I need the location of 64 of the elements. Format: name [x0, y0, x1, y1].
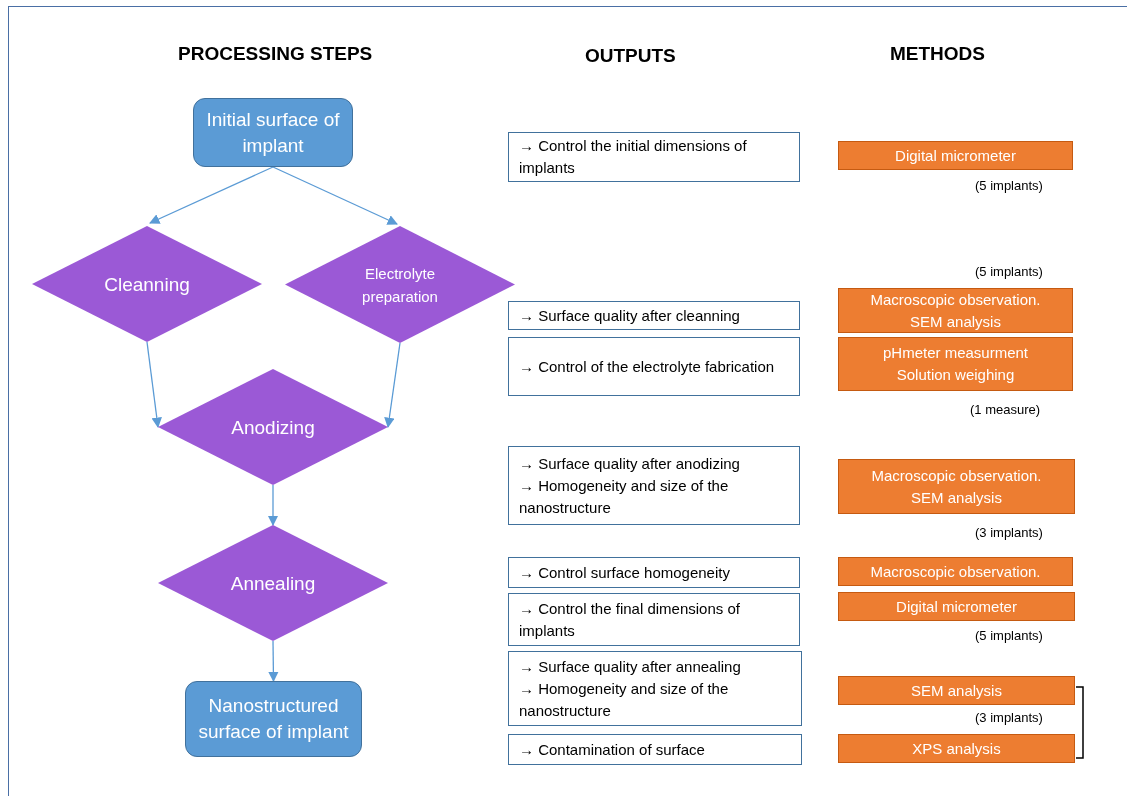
method-label: Digital micrometer [895, 145, 1016, 166]
sample-count: (5 implants) [975, 177, 1043, 195]
method-box [838, 288, 1073, 333]
sample-count: (5 implants) [975, 263, 1043, 281]
sample-count: (1 measure) [970, 401, 1041, 419]
output-box [508, 132, 800, 182]
method-label: SEM analysis [910, 311, 1001, 332]
output-box [508, 593, 800, 646]
output-text: → Control of the electrolyte fabrication [519, 356, 776, 377]
column-heading: METHODS [890, 42, 985, 66]
method-label: Macroscopic observation. [870, 561, 1041, 582]
step-label: Anodizing [230, 415, 316, 439]
arrow [267, 484, 279, 527]
output-box [508, 337, 800, 396]
column-heading: PROCESSING STEPS [178, 42, 373, 66]
output-text: → Homogeneity and size of the nanostructure [519, 475, 730, 518]
method-box [838, 337, 1073, 391]
step-label: Cleanning [103, 272, 191, 296]
arrow [272, 166, 398, 225]
arrow [268, 640, 279, 683]
output-box [508, 734, 802, 765]
output-text: → Surface quality after annealing [519, 656, 742, 677]
decision-diamond [32, 226, 262, 342]
sample-count: (3 implants) [975, 524, 1043, 542]
arrow [146, 341, 162, 429]
output-text: → Contamination of surface [519, 739, 706, 760]
method-label: Macroscopic observation. [871, 465, 1042, 486]
method-label: SEM analysis [911, 487, 1002, 508]
output-box [508, 557, 800, 588]
decision-diamond [158, 369, 388, 485]
decision-diamond [285, 226, 515, 343]
method-label: XPS analysis [912, 738, 1001, 759]
method-box [838, 459, 1075, 514]
output-text: → Homogeneity and size of the nanostructure [519, 678, 730, 721]
method-box [838, 592, 1075, 621]
output-box [508, 651, 802, 726]
output-text: → Surface quality after cleanning [519, 305, 741, 326]
method-box [838, 676, 1075, 705]
output-text: → Control the initial dimensions of implants [519, 136, 748, 178]
arrow [384, 342, 401, 429]
arrow [149, 166, 274, 224]
output-box [508, 301, 800, 330]
method-box [838, 734, 1075, 763]
terminal-box [185, 681, 362, 757]
output-text: → Control surface homogeneity [519, 562, 731, 583]
step-label: Nanostructured surface of implant [197, 694, 350, 744]
output-text: → Control the final dimensions of implants [519, 598, 741, 641]
terminal-box [193, 98, 353, 167]
method-label: Digital micrometer [896, 596, 1017, 617]
output-text: → Surface quality after anodizing [519, 453, 741, 474]
step-label: Electrolyte preparation [361, 263, 439, 307]
sample-count: (5 implants) [975, 627, 1043, 645]
step-label: Initial surface of implant [205, 107, 341, 158]
column-heading: OUTPUTS [585, 44, 676, 68]
method-label: pHmeter measurment [882, 343, 1029, 363]
method-label: SEM analysis [911, 680, 1002, 701]
method-label: Macroscopic observation. [870, 289, 1041, 310]
method-box [838, 141, 1073, 170]
output-box [508, 446, 800, 525]
method-label: Solution weighing [896, 365, 1015, 385]
method-box [838, 557, 1073, 586]
decision-diamond [158, 525, 388, 641]
step-label: Annealing [229, 571, 317, 595]
sample-count: (3 implants) [975, 709, 1043, 727]
